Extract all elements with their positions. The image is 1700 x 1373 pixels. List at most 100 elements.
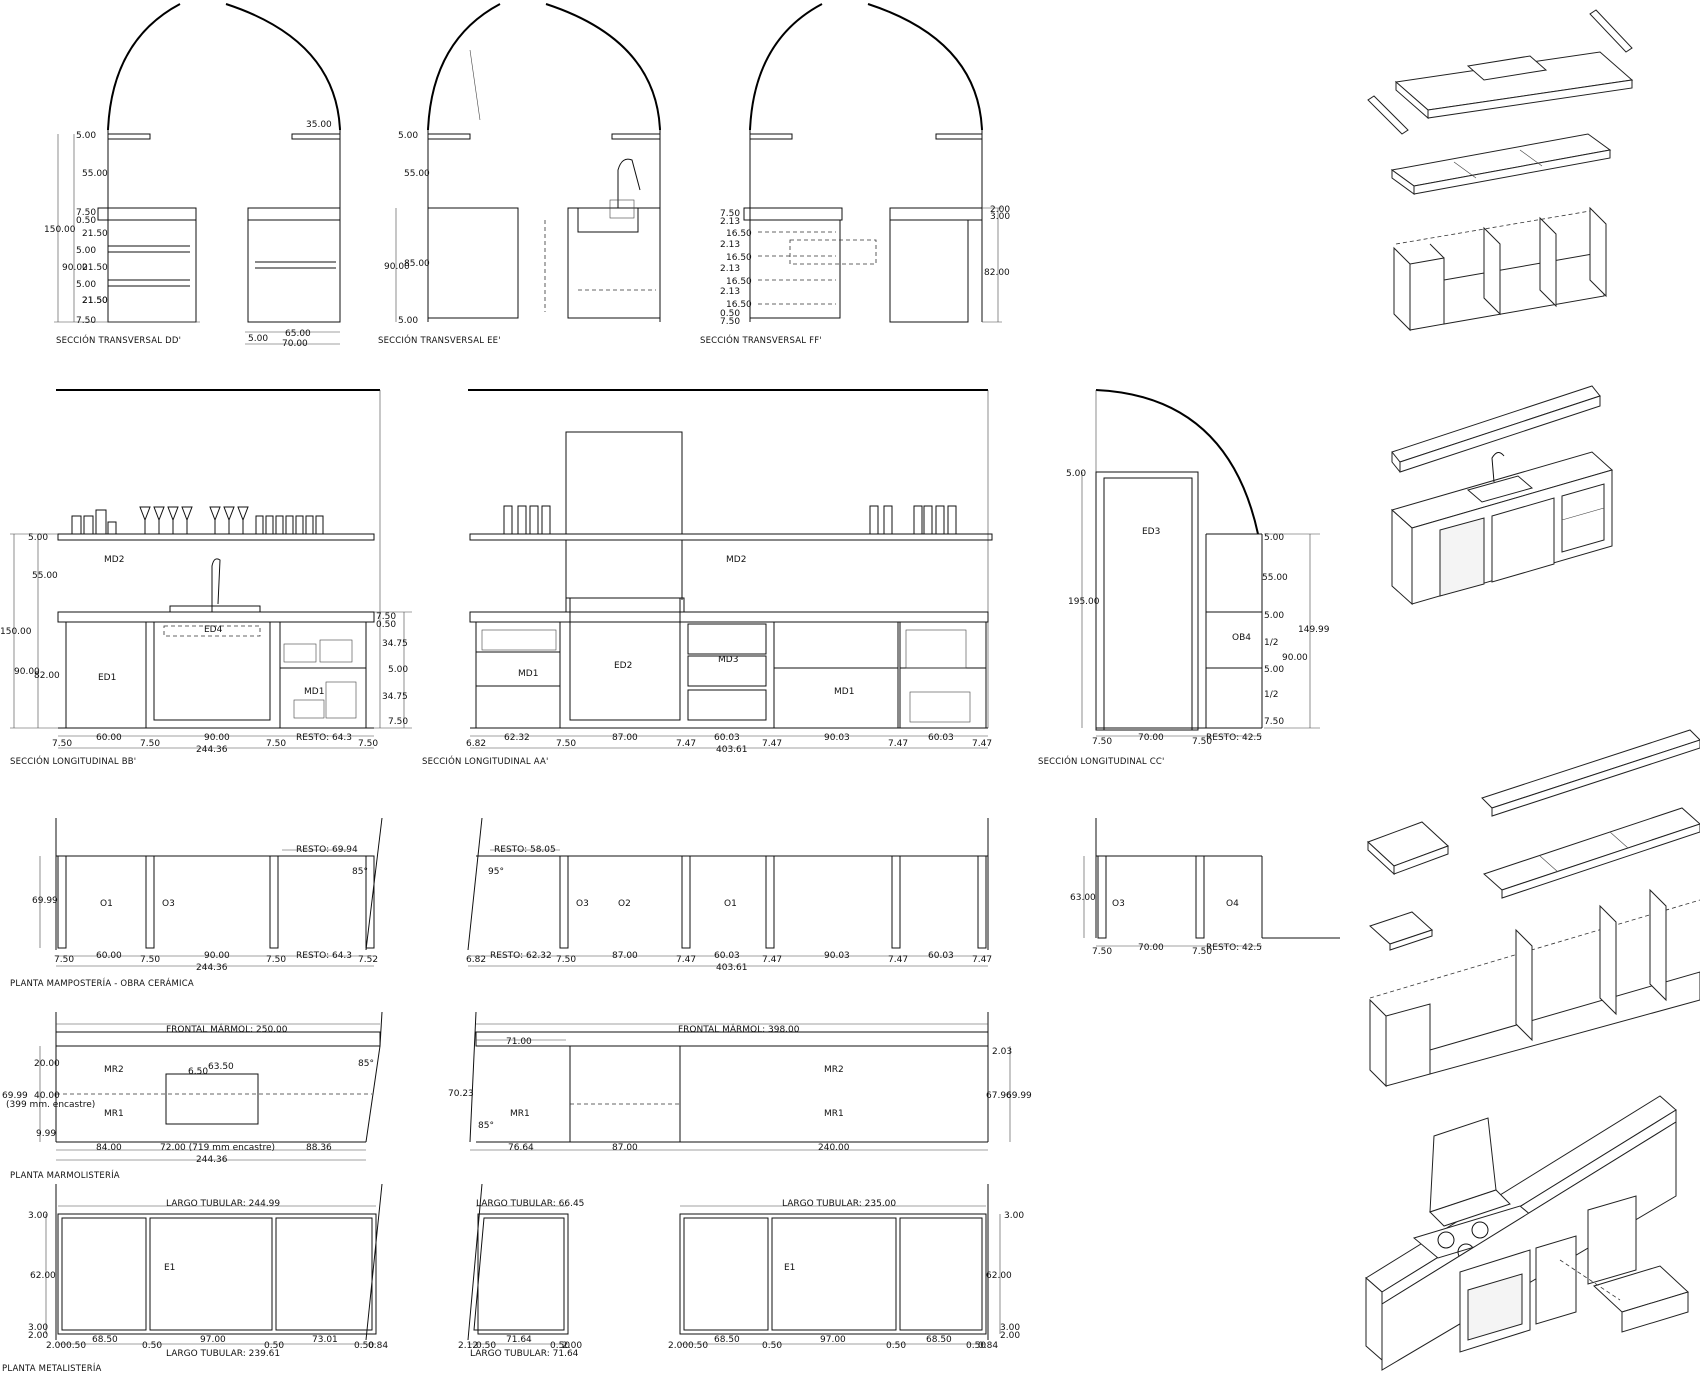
dim: 6.82 bbox=[466, 955, 486, 965]
label: O2 bbox=[618, 899, 631, 909]
dim: 69.99 bbox=[1006, 1091, 1032, 1101]
dim: 20.00 bbox=[34, 1059, 60, 1069]
label: MD2 bbox=[104, 555, 124, 565]
dim: 7.50 bbox=[76, 316, 96, 326]
bottles-right bbox=[869, 505, 957, 535]
dim: 9.99 bbox=[36, 1129, 56, 1139]
dim: 71.00 bbox=[506, 1037, 532, 1047]
dim: 7.50 bbox=[140, 739, 160, 749]
plan-masonry-mid: O3 O2 O1 RESTO: 58.05 95° 6.82 RESTO: 62… bbox=[466, 817, 992, 973]
dim: 90.00 bbox=[204, 951, 230, 961]
dim: 3.00 bbox=[1000, 1323, 1020, 1333]
dim: 244.36 bbox=[196, 745, 228, 755]
dim: 7.50 bbox=[556, 739, 576, 749]
plan-metal-mid-b: LARGO TUBULAR: 235.00 E1 3.00 62.00 3.00… bbox=[668, 1184, 1024, 1351]
dim: 70.00 bbox=[1138, 733, 1164, 743]
dim: 97.00 bbox=[820, 1335, 846, 1345]
dim: 7.50 bbox=[54, 955, 74, 965]
dim: 85° bbox=[352, 867, 368, 877]
dim: RESTO: 69.94 bbox=[296, 845, 358, 855]
dim: 62.32 bbox=[504, 733, 530, 743]
dim: 244.36 bbox=[196, 1155, 228, 1165]
dim: 97.00 bbox=[200, 1335, 226, 1345]
dim: 403.61 bbox=[716, 963, 748, 973]
dim: 7.47 bbox=[972, 955, 992, 965]
dim: 70.00 bbox=[282, 339, 308, 349]
dim: 60.03 bbox=[714, 733, 740, 743]
dim: 2.00 bbox=[562, 1341, 582, 1351]
section-longitudinal-bb: MD2 ED4 ED1 MD1 5.00 55.00 150.00 90.00 … bbox=[0, 389, 412, 767]
plan-metal-left: LARGO TUBULAR: 244.99 E1 3.00 62.00 3.00… bbox=[2, 1183, 388, 1373]
dim: 67.96 bbox=[986, 1091, 1012, 1101]
dim: LARGO TUBULAR: 244.99 bbox=[166, 1199, 280, 1209]
section-transversal-ff: SECCIÓN TRANSVERSAL FF' 7.50 2.13 16.50 … bbox=[700, 3, 1010, 346]
dim: 73.01 bbox=[312, 1335, 338, 1345]
label: MD1 bbox=[304, 687, 324, 697]
dim: 72.00 (719 mm encastre) bbox=[160, 1143, 275, 1153]
dim: 2.00 bbox=[668, 1341, 688, 1351]
dim: 68.50 bbox=[926, 1335, 952, 1345]
dim: 7.47 bbox=[762, 739, 782, 749]
dim: 1/2 bbox=[1264, 690, 1278, 700]
dim: 90.00 bbox=[1282, 653, 1308, 663]
dim: 40.00 bbox=[34, 1091, 60, 1101]
dim: 63.50 bbox=[208, 1062, 234, 1072]
dim: 85.00 bbox=[404, 259, 430, 269]
dim: 0.50 bbox=[688, 1341, 708, 1351]
dim: 7.50 bbox=[358, 739, 378, 749]
dim: 1/2 bbox=[1264, 638, 1278, 648]
dim: 87.00 bbox=[612, 951, 638, 961]
dim: 5.00 bbox=[398, 316, 418, 326]
dim: 2.13 bbox=[720, 287, 740, 297]
dim: 6.50 bbox=[188, 1067, 208, 1077]
dim: 68.50 bbox=[92, 1335, 118, 1345]
dim: 76.64 bbox=[508, 1143, 534, 1153]
plan-metal-mid-a: LARGO TUBULAR: 66.45 2.12 0.50 71.64 0.5… bbox=[458, 1183, 584, 1359]
glassware-row bbox=[71, 506, 324, 535]
dim: 3.00 bbox=[990, 212, 1010, 222]
plan-marble-title: PLANTA MARMOLISTERÍA bbox=[10, 1169, 120, 1181]
dim: RESTO: 64.3 bbox=[296, 733, 352, 743]
dim: 150.00 bbox=[0, 627, 32, 637]
plan-masonry-title: PLANTA MAMPOSTERÍA - OBRA CERÁMICA bbox=[10, 977, 194, 989]
dim: 0.84 bbox=[978, 1341, 998, 1351]
dim: 7.47 bbox=[888, 955, 908, 965]
dim: 7.50 bbox=[140, 955, 160, 965]
dim: 2.00 bbox=[1000, 1331, 1020, 1341]
dim: 0.50 bbox=[966, 1341, 986, 1351]
dim: 7.47 bbox=[972, 739, 992, 749]
section-ff-title: SECCIÓN TRANSVERSAL FF' bbox=[700, 334, 822, 346]
dim: 60.03 bbox=[714, 951, 740, 961]
section-transversal-dd: SECCIÓN TRANSVERSAL DD' 5.00 55.00 150.0… bbox=[44, 3, 341, 349]
dim: 0.50 bbox=[886, 1341, 906, 1351]
dim: 55.00 bbox=[404, 169, 430, 179]
dim: 7.50 bbox=[720, 317, 740, 327]
dim: RESTO: 64.3 bbox=[296, 951, 352, 961]
dim: 2.13 bbox=[720, 217, 740, 227]
dim: 7.50 bbox=[1092, 947, 1112, 957]
dim: 7.47 bbox=[676, 739, 696, 749]
dim: 55.00 bbox=[1262, 573, 1288, 583]
dim: FRONTAL MÁRMOL: 398.00 bbox=[678, 1023, 800, 1035]
plan-metal-title: PLANTA METALISTERÍA bbox=[2, 1362, 102, 1373]
dim: 7.47 bbox=[762, 955, 782, 965]
label: ED3 bbox=[1142, 527, 1160, 537]
dim: 82.00 bbox=[984, 268, 1010, 278]
axonometric-exploded-long bbox=[1367, 729, 1700, 1088]
dim: 3.00 bbox=[28, 1211, 48, 1221]
axonometric-exploded-short bbox=[1367, 9, 1634, 332]
dim: 5.00 bbox=[76, 246, 96, 256]
label: MD3 bbox=[718, 655, 738, 665]
dim: 3.00 bbox=[28, 1323, 48, 1333]
dim: LARGO TUBULAR: 235.00 bbox=[782, 1199, 896, 1209]
plan-masonry-right: O3 O4 63.00 7.50 70.00 7.50 RESTO: 42.5 bbox=[1070, 818, 1340, 957]
label: MR1 bbox=[104, 1109, 124, 1119]
dim: 60.00 bbox=[96, 951, 122, 961]
dim: 5.00 bbox=[388, 665, 408, 675]
dim: 0.50 bbox=[376, 620, 396, 630]
dim: 95° bbox=[488, 867, 504, 877]
dim: RESTO: 58.05 bbox=[494, 845, 556, 855]
dim: 5.00 bbox=[76, 131, 96, 141]
dim: 5.00 bbox=[398, 131, 418, 141]
label: ED4 bbox=[204, 625, 223, 635]
